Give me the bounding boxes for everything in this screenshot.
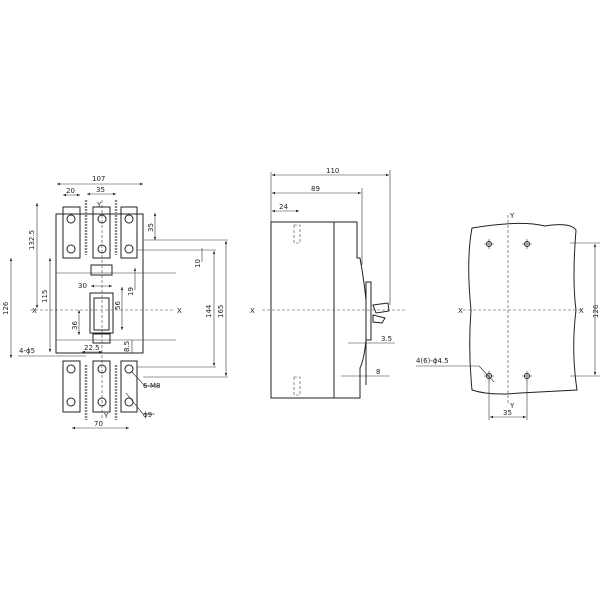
dim-10: 10 xyxy=(194,259,202,268)
mount-holes xyxy=(484,239,532,381)
dim-8: 8 xyxy=(376,368,380,376)
dim-56: 56 xyxy=(114,301,122,310)
label-phi9: ϕ9 xyxy=(143,411,152,419)
axis-y-label: Y xyxy=(103,412,109,420)
handle-bottom xyxy=(92,333,111,344)
dim-36: 36 xyxy=(71,321,79,330)
label-6-m8: 6-M8 xyxy=(143,382,160,390)
panel-outline xyxy=(468,222,578,395)
breaker-body xyxy=(55,213,144,354)
handle-window xyxy=(89,292,114,334)
side-view: X 110 89 24 3.5 8 xyxy=(250,167,405,399)
dim-70: 70 xyxy=(94,420,103,428)
axis-x-label: X xyxy=(458,307,463,315)
dim-19: 19 xyxy=(127,287,135,296)
axis-x-label: X xyxy=(177,307,182,315)
dim-3-5: 3.5 xyxy=(381,335,392,343)
axis-x-label: X xyxy=(250,307,255,315)
label-mount-holes: 4-ϕ5 xyxy=(19,347,35,355)
dim-89: 89 xyxy=(311,185,320,193)
axis-y-label: Y xyxy=(96,201,102,209)
dim-115: 115 xyxy=(41,290,49,303)
axis-x-label: X xyxy=(579,307,584,315)
dim-107: 107 xyxy=(92,175,105,183)
dim-35-vertical: 35 xyxy=(147,223,155,232)
dim-126: 126 xyxy=(2,301,10,315)
dim-22-5: 22.5 xyxy=(84,344,100,352)
dim-20: 20 xyxy=(66,187,75,195)
dim-165: 165 xyxy=(217,305,225,318)
dim-132-5: 132.5 xyxy=(28,230,36,250)
axis-x-label: X xyxy=(32,307,37,315)
dim-30: 30 xyxy=(78,282,87,290)
axis-y-label: Y xyxy=(509,212,515,220)
axis-y-label: Y xyxy=(509,402,515,410)
panel-cutout-view: X X Y Y 126 35 4(6)-ϕ4.5 xyxy=(416,212,600,420)
top-terminals xyxy=(62,200,138,259)
handle-top xyxy=(90,264,113,276)
front-view: X X Y Y 107 20 35 132.5 115 126 4-ϕ5 35 … xyxy=(2,175,228,430)
dim-144: 144 xyxy=(205,304,213,318)
dim-126: 126 xyxy=(592,304,600,318)
dim-24: 24 xyxy=(279,203,288,211)
dim-35: 35 xyxy=(96,186,105,194)
bottom-terminals xyxy=(62,360,138,420)
handle-side xyxy=(372,302,390,324)
dim-110: 110 xyxy=(326,167,339,175)
label-mount-holes: 4(6)-ϕ4.5 xyxy=(416,357,449,365)
dim-35: 35 xyxy=(503,409,512,417)
dim-8-5: 8.5 xyxy=(123,341,131,352)
